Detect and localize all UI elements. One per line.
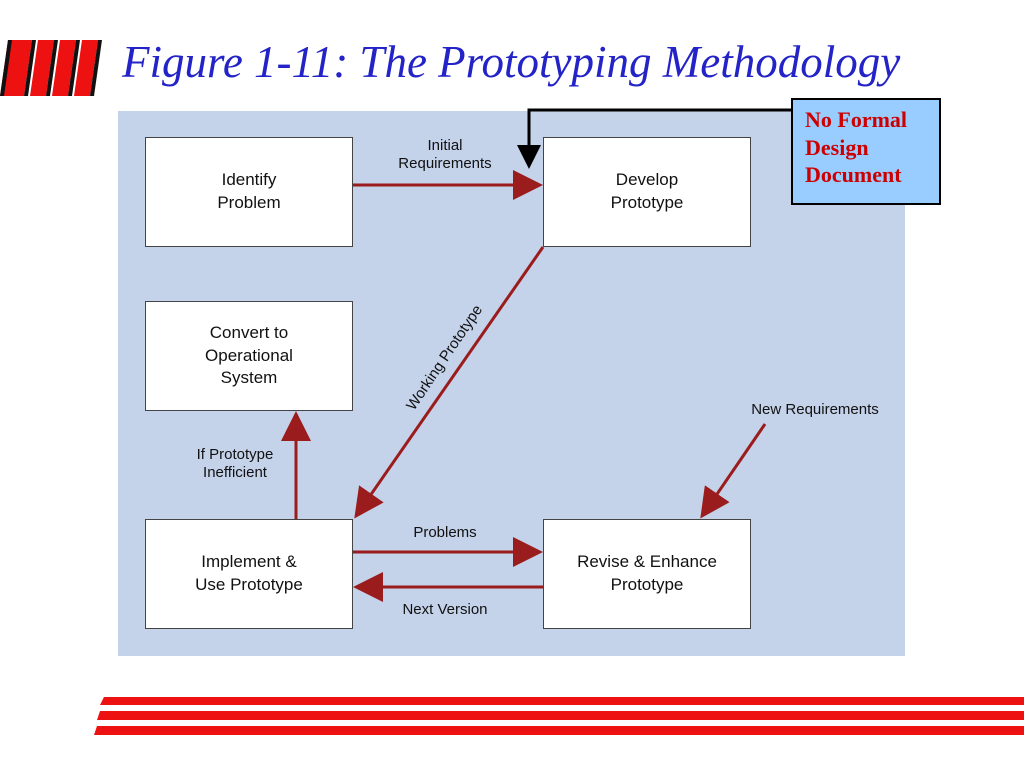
page-title: Figure 1-11: The Prototyping Methodology: [122, 37, 901, 87]
label-problems: Problems: [413, 524, 477, 541]
box-revise-enhance: Revise & Enhance Prototype: [543, 519, 751, 629]
label-initial-requirements: Initial Requirements: [398, 137, 492, 172]
note-no-formal-design: No Formal Design Document: [791, 98, 941, 205]
label-next-version: Next Version: [402, 601, 488, 618]
box-identify-problem: Identify Problem: [145, 137, 353, 247]
label-if-inefficient: If Prototype Inefficient: [196, 446, 274, 481]
label-new-requirements: New Requirements: [751, 401, 879, 418]
box-convert-operational: Convert to Operational System: [145, 301, 353, 411]
box-implement-use: Implement & Use Prototype: [145, 519, 353, 629]
logo-bars: [0, 40, 102, 96]
